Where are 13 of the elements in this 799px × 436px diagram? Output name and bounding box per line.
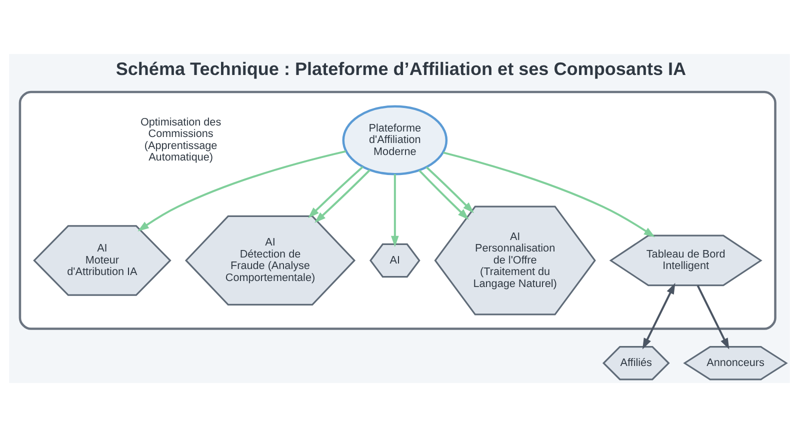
cluster bbox=[18, 90, 776, 330]
arrow bbox=[308, 166, 364, 218]
arrow bbox=[696, 284, 730, 349]
arrow bbox=[418, 169, 469, 220]
arrow bbox=[443, 151, 656, 237]
diagram-title: Schéma Technique : Plateforme d’Affiliation et ses Composants IA bbox=[116, 58, 686, 78]
arrow bbox=[426, 166, 474, 213]
arrow bbox=[642, 282, 676, 349]
label: Optimisation des Commissions (Apprentissage Automatique) bbox=[140, 116, 222, 164]
node-ellipse: Plateforme d'Affiliation Moderne bbox=[342, 104, 448, 175]
arrow bbox=[138, 150, 346, 231]
arrow bbox=[390, 174, 399, 247]
arrow bbox=[314, 168, 370, 222]
